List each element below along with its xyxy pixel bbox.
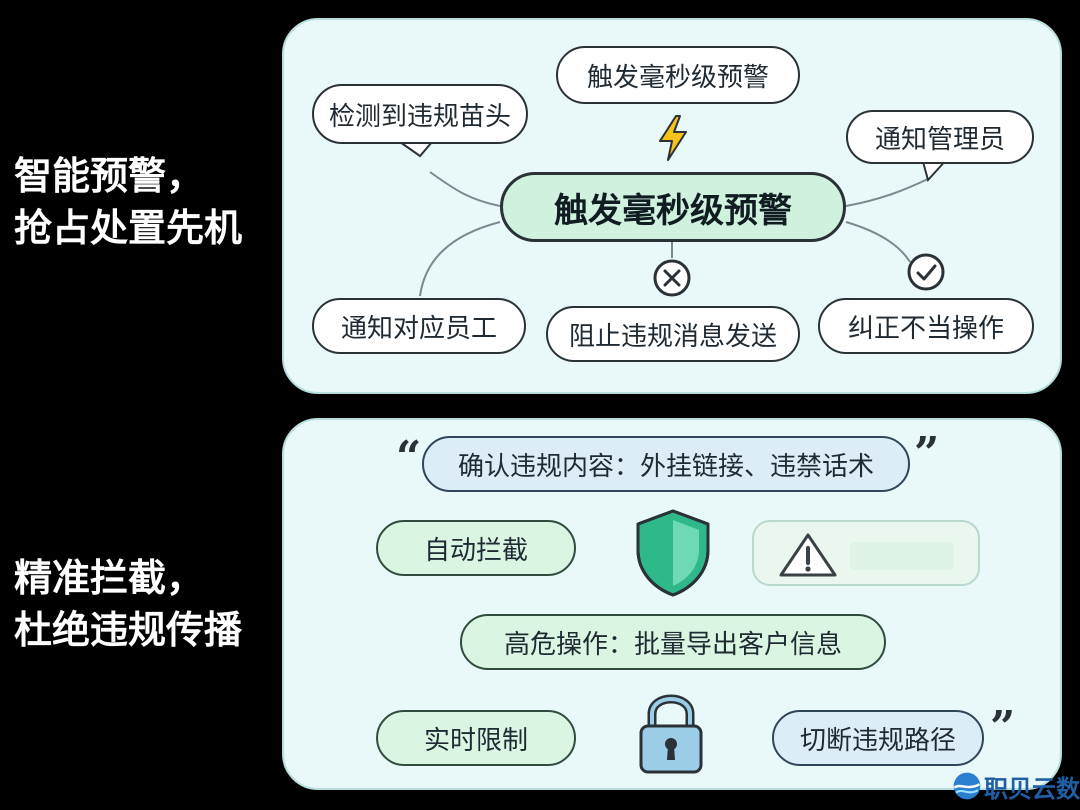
auto-intercept-pill: 自动拦截 — [376, 520, 576, 576]
center-node-label: 触发毫秒级预警 — [554, 190, 792, 231]
node-notify-employee-label: 通知对应员工 — [340, 313, 497, 344]
warning-icon — [778, 532, 838, 582]
confirm-violation-label: 确认违规内容：外挂链接、违禁话术 — [457, 451, 874, 482]
section-heading-warning: 智能预警， 抢占处置先机 — [14, 150, 276, 254]
close-quote-2: ” — [990, 702, 1016, 753]
padlock-icon — [636, 690, 706, 780]
open-quote: “ — [396, 432, 422, 483]
node-correct-operation: 纠正不当操作 — [818, 298, 1034, 354]
bubble-notify-admin: 通知管理员 — [846, 110, 1034, 164]
realtime-limit-pill: 实时限制 — [376, 710, 576, 766]
high-risk-pill: 高危操作：批量导出客户信息 — [460, 614, 886, 670]
close-quote: ” — [914, 428, 940, 479]
shield-icon — [634, 508, 712, 602]
heading-line: 智能预警， — [14, 154, 205, 198]
warning-alert-box — [752, 520, 980, 586]
bubble-detect-label: 检测到违规苗头 — [328, 101, 511, 132]
realtime-limit-label: 实时限制 — [423, 725, 528, 756]
watermark: 职贝云数 — [952, 766, 1080, 806]
bubble-notify-admin-label: 通知管理员 — [874, 124, 1005, 155]
auto-intercept-label: 自动拦截 — [423, 535, 528, 566]
watermark-logo-icon — [953, 772, 981, 800]
lightning-icon — [656, 114, 690, 166]
alert-message-bar — [850, 542, 954, 570]
node-correct-operation-label: 纠正不当操作 — [847, 313, 1004, 344]
center-node: 触发毫秒级预警 — [500, 172, 846, 242]
check-circle-icon — [906, 252, 946, 296]
cut-path-pill: 切断违规路径 — [772, 710, 984, 766]
watermark-text: 职贝云数 — [984, 774, 1080, 803]
node-block-message-label: 阻止违规消息发送 — [568, 321, 777, 352]
heading-line: 精准拦截， — [14, 556, 205, 600]
cross-circle-icon — [652, 258, 692, 302]
section-heading-intercept: 精准拦截， 杜绝违规传播 — [14, 552, 276, 656]
cut-path-label: 切断违规路径 — [799, 725, 956, 756]
bubble-detect-violation: 检测到违规苗头 — [312, 84, 528, 144]
confirm-violation-pill: 确认违规内容：外挂链接、违禁话术 — [422, 436, 910, 492]
heading-line: 抢占处置先机 — [14, 206, 243, 250]
node-notify-employee: 通知对应员工 — [312, 298, 526, 354]
high-risk-label: 高危操作：批量导出客户信息 — [503, 629, 842, 660]
bubble-top: 触发毫秒级预警 — [556, 46, 800, 104]
bubble-top-label: 触发毫秒级预警 — [586, 62, 769, 93]
node-block-message: 阻止违规消息发送 — [546, 306, 800, 362]
heading-line: 杜绝违规传播 — [14, 608, 243, 652]
